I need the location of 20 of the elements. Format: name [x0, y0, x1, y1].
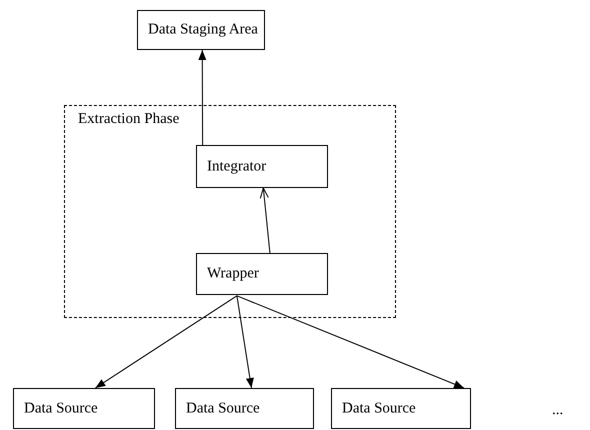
box-label: Data Source — [186, 400, 260, 417]
arrow — [94, 295, 238, 388]
process-box — [196, 145, 328, 188]
box-label: Data Staging Area — [148, 22, 258, 38]
arrow — [236, 295, 254, 388]
process-box — [175, 388, 314, 429]
dashed-group-box — [64, 105, 396, 318]
arrow — [198, 50, 206, 146]
box-label: Data Source — [342, 400, 416, 417]
process-box — [13, 388, 155, 429]
process-box — [331, 388, 471, 429]
arrow — [236, 295, 464, 388]
group-title: Extraction Phase — [78, 111, 180, 128]
box-label: Data Source — [24, 400, 98, 417]
ellipsis-label: ... — [552, 402, 564, 419]
box-label: Wrapper — [207, 266, 259, 282]
process-box — [196, 253, 328, 295]
box-label: Integrator — [207, 158, 266, 175]
arrow — [260, 188, 270, 254]
process-box — [137, 10, 265, 50]
